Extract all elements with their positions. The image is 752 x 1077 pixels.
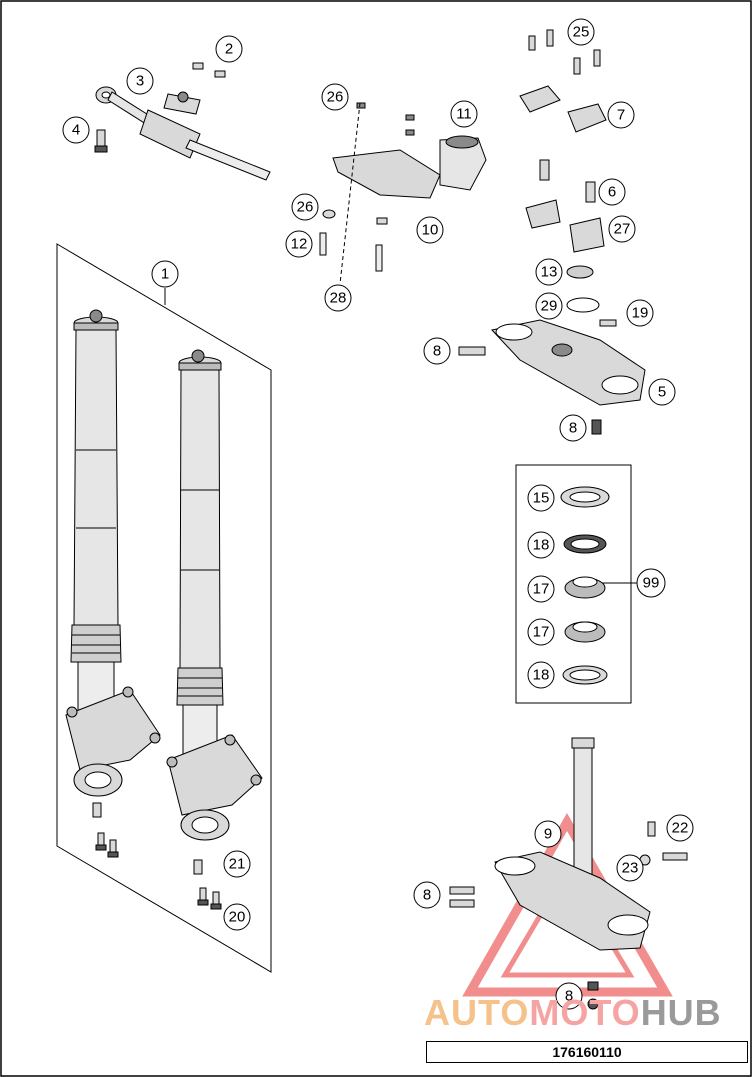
watermark-logo-text: AUTOMOTOHUB xyxy=(424,992,722,1034)
svg-text:10: 10 xyxy=(422,222,439,239)
callout-5: 5 xyxy=(648,378,676,406)
svg-text:26: 26 xyxy=(327,89,344,106)
svg-text:8: 8 xyxy=(423,887,431,904)
svg-text:11: 11 xyxy=(456,106,472,123)
bearing-kit-parts xyxy=(560,486,610,685)
document-code-box: 176160110 xyxy=(426,1041,748,1063)
callout-2: 2 xyxy=(215,35,243,63)
svg-text:21: 21 xyxy=(229,856,246,873)
svg-text:18: 18 xyxy=(533,667,550,684)
callout-22: 22 xyxy=(666,814,694,842)
svg-text:8: 8 xyxy=(569,420,577,437)
svg-text:27: 27 xyxy=(614,221,631,238)
callout-17: 17 xyxy=(527,575,555,603)
handlebar-bracket xyxy=(319,102,487,285)
svg-text:28: 28 xyxy=(330,290,347,307)
document-code: 176160110 xyxy=(552,1044,622,1060)
callout-15: 15 xyxy=(527,484,555,512)
callout-26: 26 xyxy=(321,83,349,111)
svg-text:23: 23 xyxy=(622,860,639,877)
callout-17: 17 xyxy=(527,618,555,646)
callout-26: 26 xyxy=(291,193,319,221)
fork-assembly-panel xyxy=(56,243,272,973)
watermark-part-auto: AUTO xyxy=(424,992,530,1033)
steering-damper xyxy=(94,62,271,181)
watermark-part-hub: HUB xyxy=(640,992,722,1033)
right-fork-leg xyxy=(166,349,263,841)
svg-text:20: 20 xyxy=(229,909,246,926)
callout-7: 7 xyxy=(607,101,635,129)
svg-text:26: 26 xyxy=(297,199,314,216)
svg-text:99: 99 xyxy=(643,575,660,592)
callout-1: 1 xyxy=(151,260,179,288)
upper-triple-clamp xyxy=(458,319,646,435)
svg-text:22: 22 xyxy=(672,820,689,837)
watermark-part-moto: MOTO xyxy=(529,992,641,1033)
svg-text:15: 15 xyxy=(533,490,550,507)
svg-text:19: 19 xyxy=(632,305,649,322)
svg-text:7: 7 xyxy=(617,107,625,124)
callout-29: 29 xyxy=(535,292,563,320)
callout-11: 11 xyxy=(450,100,478,128)
callout-99: 99 xyxy=(636,568,666,598)
callout-4: 4 xyxy=(62,116,90,144)
callout-28: 28 xyxy=(324,284,352,312)
callout-3: 3 xyxy=(126,67,154,95)
callouts: 1 2 3 4 5 6 7 8 8 8 8 9 10 11 12 13 15 1… xyxy=(62,18,694,1010)
callout-19: 19 xyxy=(626,299,654,327)
callout-12: 12 xyxy=(285,230,313,258)
svg-text:4: 4 xyxy=(72,122,80,139)
svg-text:17: 17 xyxy=(533,624,550,641)
callout-13: 13 xyxy=(535,258,563,286)
callout-8: 8 xyxy=(559,414,587,442)
svg-text:6: 6 xyxy=(608,184,616,201)
callout-27: 27 xyxy=(608,215,636,243)
svg-text:3: 3 xyxy=(136,73,144,90)
callout-23: 23 xyxy=(616,854,644,882)
left-fork-leg xyxy=(65,309,161,797)
callout-6: 6 xyxy=(598,178,626,206)
callout-18: 18 xyxy=(527,661,555,689)
svg-text:25: 25 xyxy=(573,24,590,41)
axle-clamp-bolts xyxy=(92,802,222,910)
callout-18: 18 xyxy=(527,531,555,559)
svg-text:2: 2 xyxy=(225,41,233,58)
callout-25: 25 xyxy=(567,18,595,46)
callout-8: 8 xyxy=(555,982,583,1010)
callout-21: 21 xyxy=(223,850,251,878)
callout-20: 20 xyxy=(223,903,251,931)
top-clamps xyxy=(519,29,617,327)
svg-text:8: 8 xyxy=(433,343,441,360)
svg-text:17: 17 xyxy=(533,581,550,598)
steering-stem-lower-clamp xyxy=(449,737,688,1010)
svg-text:5: 5 xyxy=(658,384,666,401)
callout-10: 10 xyxy=(416,216,444,244)
callout-9: 9 xyxy=(534,820,562,848)
callout-8: 8 xyxy=(423,337,451,365)
svg-text:18: 18 xyxy=(533,537,550,554)
callout-8: 8 xyxy=(413,881,441,909)
svg-text:29: 29 xyxy=(541,298,558,315)
bearing-kit-box xyxy=(515,464,632,704)
svg-text:1: 1 xyxy=(161,266,169,283)
svg-text:13: 13 xyxy=(541,264,558,281)
svg-text:12: 12 xyxy=(291,236,308,253)
svg-text:9: 9 xyxy=(544,826,552,843)
svg-text:8: 8 xyxy=(565,988,573,1005)
